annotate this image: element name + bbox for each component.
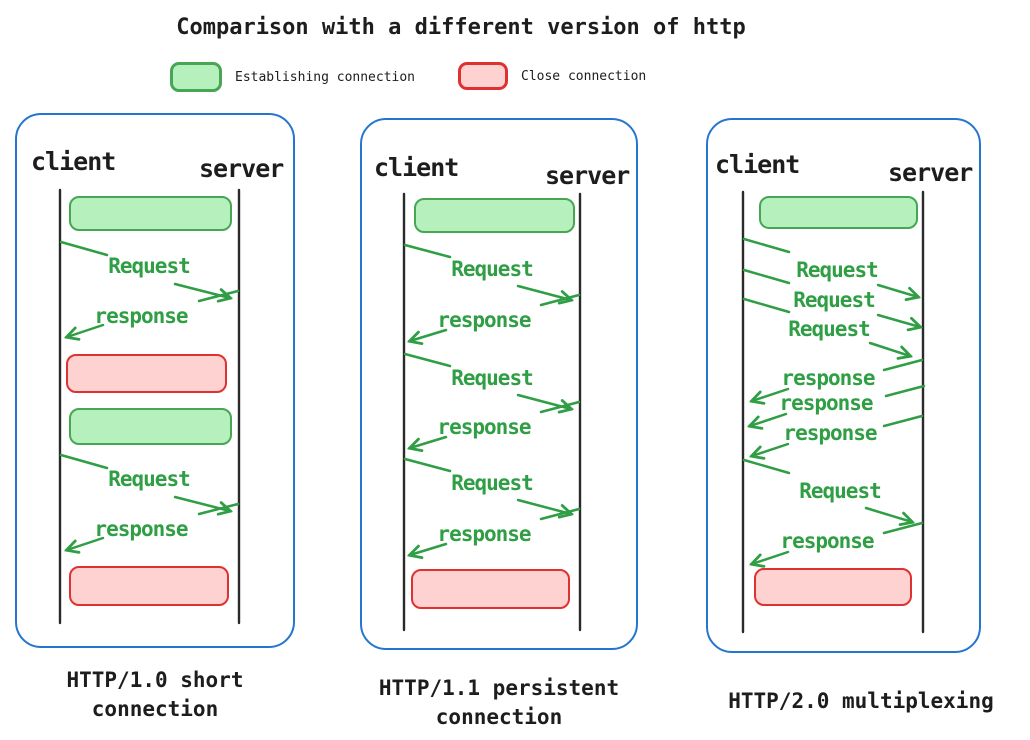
response-lead-line: [197, 502, 240, 516]
legend-item-close: Close connection: [458, 62, 646, 90]
request-lead-line: [403, 457, 452, 473]
response-lead-line: [539, 400, 581, 414]
request-arrow: [516, 498, 571, 514]
request-arrow: [876, 313, 920, 327]
response-arrow: [752, 387, 790, 401]
response-arrow: [752, 550, 790, 564]
request-label: Request: [799, 479, 882, 503]
close-connection-swatch: [458, 62, 508, 90]
caption-http11: HTTP/1.1 persistent connection: [360, 674, 638, 732]
response-arrow: [410, 542, 448, 555]
response-label: response: [781, 366, 875, 390]
response-label: response: [437, 522, 531, 546]
request-lead-line: [742, 458, 791, 475]
response-lead-line: [882, 521, 924, 535]
request-label: Request: [788, 317, 871, 341]
establish-connection-bar: [69, 196, 232, 231]
request-label: Request: [796, 258, 879, 282]
panel-http20: client server Request Request Request re…: [706, 118, 981, 653]
sequence-arrows-svg: [58, 188, 241, 625]
legend-establish-label: Establishing connection: [235, 69, 416, 85]
request-lead-line: [742, 237, 791, 254]
caption-http20: HTTP/2.0 multiplexing: [700, 687, 1022, 716]
request-lead-line: [403, 352, 452, 368]
response-label: response: [783, 421, 877, 445]
request-lead-line: [742, 268, 791, 285]
caption-line: HTTP/1.1 persistent: [378, 676, 620, 700]
request-arrow: [868, 341, 910, 356]
response-lead-line: [884, 384, 926, 398]
sequence-arrows-svg: [741, 190, 926, 634]
caption-line: HTTP/2.0 multiplexing: [728, 689, 994, 713]
establish-connection-bar: [759, 196, 918, 229]
response-arrow: [410, 328, 448, 341]
response-arrow: [752, 442, 790, 456]
request-label: Request: [108, 467, 191, 491]
establish-connection-bar: [414, 198, 575, 233]
request-label: Request: [451, 257, 534, 281]
server-label: server: [199, 154, 284, 183]
diagram-title: Comparison with a different version of h…: [176, 15, 746, 40]
establish-connection-swatch: [170, 62, 222, 92]
response-lead-line: [539, 507, 581, 521]
establish-connection-bar: [69, 408, 232, 445]
client-label: client: [715, 150, 800, 179]
response-label: response: [437, 308, 531, 332]
response-lead-line: [197, 289, 240, 303]
response-arrow: [67, 323, 105, 337]
response-arrow: [410, 435, 448, 448]
request-label: Request: [451, 471, 534, 495]
caption-line: HTTP/1.0 short: [66, 668, 244, 692]
response-label: response: [94, 304, 188, 328]
response-label: response: [437, 415, 531, 439]
client-label: client: [374, 153, 459, 182]
response-lead-line: [882, 414, 924, 428]
close-connection-bar: [411, 569, 570, 609]
caption-line: connection: [435, 705, 563, 729]
client-label: client: [31, 147, 116, 176]
close-connection-bar: [69, 566, 229, 606]
panel-http10: client server Request response Request r…: [15, 113, 295, 648]
response-arrow: [750, 412, 788, 426]
response-arrow: [67, 536, 105, 550]
request-label: Request: [793, 288, 876, 312]
panel-http11: client server Request response Request r…: [360, 118, 638, 650]
request-arrow: [864, 506, 912, 522]
request-label: Request: [451, 366, 534, 390]
response-label: response: [780, 529, 874, 553]
request-lead-line: [403, 243, 452, 259]
legend-item-establish: Establishing connection: [170, 62, 415, 92]
request-lead-line: [59, 453, 109, 470]
server-label: server: [545, 161, 630, 190]
request-lead-line: [742, 297, 791, 314]
legend-close-label: Close connection: [521, 68, 647, 84]
request-arrow: [516, 284, 571, 300]
close-connection-bar: [754, 568, 912, 606]
request-label: Request: [108, 254, 191, 278]
response-label: response: [94, 517, 188, 541]
server-label: server: [888, 158, 973, 187]
caption-line: connection: [91, 697, 219, 721]
response-lead-line: [882, 358, 924, 372]
sequence-arrows-svg: [402, 192, 582, 632]
caption-http10: HTTP/1.0 short connection: [15, 666, 295, 724]
request-lead-line: [59, 240, 109, 257]
response-label: response: [779, 391, 873, 415]
request-arrow: [876, 283, 918, 297]
response-lead-line: [539, 293, 581, 307]
close-connection-bar: [66, 354, 227, 393]
